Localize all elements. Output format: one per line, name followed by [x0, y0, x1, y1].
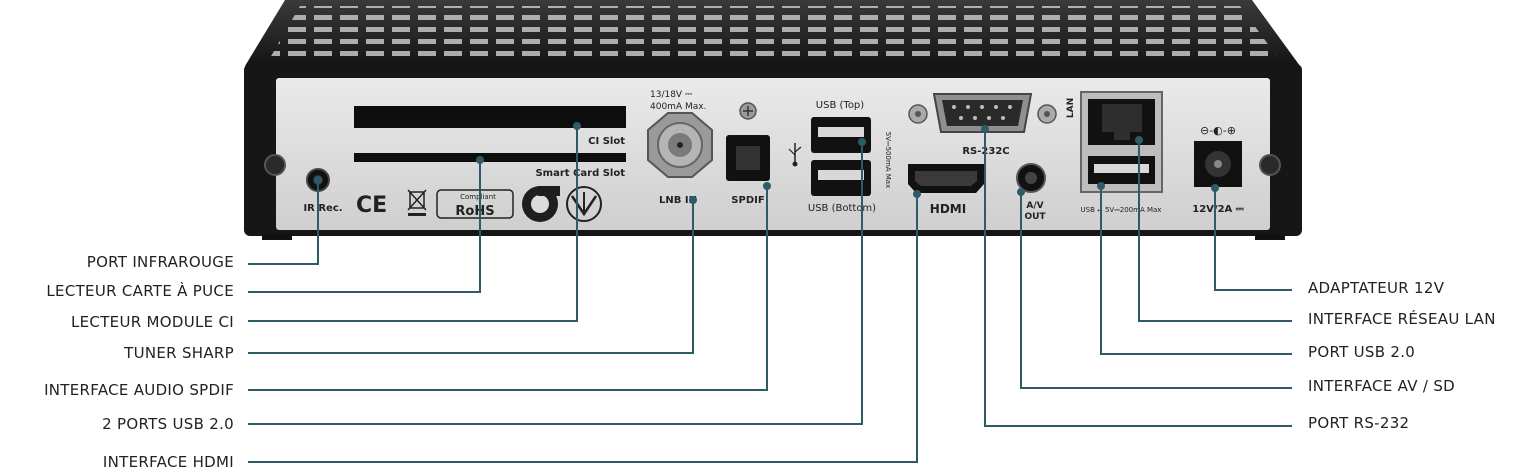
rs232-connector: RS-232C — [908, 93, 1057, 157]
callout-spdif-audio: INTERFACE AUDIO SPDIF — [44, 381, 234, 399]
callout-lan-interface: INTERFACE RÉSEAU LAN — [1308, 310, 1496, 328]
callout-smart-card-reader: LECTEUR CARTE À PUCE — [46, 282, 234, 300]
usb-symbol-icon — [788, 143, 802, 167]
lnb-in-connector: 13/18V ⎓ 400mA Max. LNB IN — [647, 90, 713, 206]
screw-right — [1259, 154, 1281, 176]
pct-mark-icon — [522, 186, 560, 222]
callout-sharp-tuner: TUNER SHARP — [124, 344, 234, 362]
ci-slot: CI Slot — [354, 106, 626, 147]
leader-dual-usb — [248, 142, 863, 425]
svg-text:5V⎓500mA Max: 5V⎓500mA Max — [884, 132, 892, 189]
leader-spdif-dot — [763, 182, 771, 190]
leader-spdif — [248, 186, 768, 391]
svg-text:OUT: OUT — [1024, 212, 1046, 222]
leader-sharp-tuner-dot — [689, 196, 697, 204]
spdif-connector: SPDIF — [726, 102, 770, 206]
av-out-connector: A/V OUT — [1016, 163, 1046, 222]
leader-smart-card-dot — [476, 156, 484, 164]
svg-text:13/18V ⎓: 13/18V ⎓ — [650, 90, 692, 100]
leader-lines — [248, 122, 1292, 463]
usb-bottom-label: USB (Bottom) — [808, 203, 876, 214]
certification-logos: CE Compliant RoHS — [356, 186, 602, 222]
leader-usb — [1100, 186, 1292, 355]
leader-ci-module-dot — [573, 122, 581, 130]
dual-usb-connector: USB (Top) 5V⎓500mA Max USB (Bottom) — [788, 100, 892, 214]
hdmi-connector: HDMI — [908, 164, 984, 216]
lan-label: LAN — [1066, 98, 1076, 118]
svg-text:USB ⭠ 5V⎓200mA Max: USB ⭠ 5V⎓200mA Max — [1081, 206, 1162, 214]
weee-bin-icon — [407, 189, 427, 216]
lnb-in-label: LNB IN — [659, 195, 697, 206]
screw-left — [264, 154, 286, 176]
leader-ir-port — [248, 180, 319, 265]
hdmi-logo: HDMI — [930, 202, 966, 216]
callout-usb-port: PORT USB 2.0 — [1308, 343, 1416, 361]
svg-text:Compliant: Compliant — [460, 193, 496, 201]
callout-dual-usb: 2 PORTS USB 2.0 — [102, 415, 234, 433]
leader-smart-card — [248, 160, 481, 293]
leader-usb-dot — [1097, 182, 1105, 190]
leader-hdmi — [248, 194, 918, 463]
leader-ci-module — [248, 126, 578, 322]
svg-text:RoHS: RoHS — [455, 204, 494, 219]
svg-text:400mA Max.: 400mA Max. — [650, 102, 706, 112]
callout-hdmi: INTERFACE HDMI — [102, 453, 234, 471]
ir-rec-label: IR Rec. — [303, 203, 342, 214]
power-label: 12V/2A ⎓ — [1192, 204, 1243, 215]
callout-rs232: PORT RS-232 — [1308, 414, 1410, 432]
svg-text:A/V: A/V — [1026, 201, 1043, 211]
rohs-logo: Compliant RoHS — [436, 189, 514, 219]
lan-usb-stack: LAN USB ⭠ 5V⎓200mA Max — [1066, 91, 1163, 214]
leader-lan-dot — [1135, 136, 1143, 144]
leader-dual-usb-dot — [858, 138, 866, 146]
leader-12v-dot — [1211, 184, 1219, 192]
leader-av-sd-dot — [1017, 188, 1025, 196]
leader-hdmi-dot — [913, 190, 921, 198]
leader-av-sd — [1020, 192, 1292, 389]
smart-card-slot: Smart Card Slot — [354, 153, 626, 179]
smart-card-slot-label: Smart Card Slot — [535, 168, 625, 179]
callout-ir-port: PORT INFRAROUGE — [86, 253, 234, 271]
leader-12v — [1214, 188, 1292, 291]
leader-rs232-dot — [981, 125, 989, 133]
usb-top-label: USB (Top) — [816, 100, 864, 111]
leader-lan — [1138, 140, 1292, 322]
svg-text:⊖-◐-⊕: ⊖-◐-⊕ — [1200, 124, 1236, 137]
ce-mark: CE — [356, 193, 387, 218]
ci-slot-label: CI Slot — [588, 136, 625, 147]
leader-sharp-tuner — [248, 200, 694, 354]
callout-ci-module-reader: LECTEUR MODULE CI — [71, 313, 234, 331]
leader-rs232 — [984, 129, 1292, 427]
callout-av-sd: INTERFACE AV / SD — [1308, 377, 1455, 395]
casing-top — [245, 0, 1300, 66]
callout-12v-adapter: ADAPTATEUR 12V — [1308, 279, 1445, 297]
leader-ir-port-dot — [314, 176, 322, 184]
power-jack: ⊖-◐-⊕ 12V/2A ⎓ — [1192, 124, 1243, 215]
spdif-label: SPDIF — [731, 195, 764, 206]
